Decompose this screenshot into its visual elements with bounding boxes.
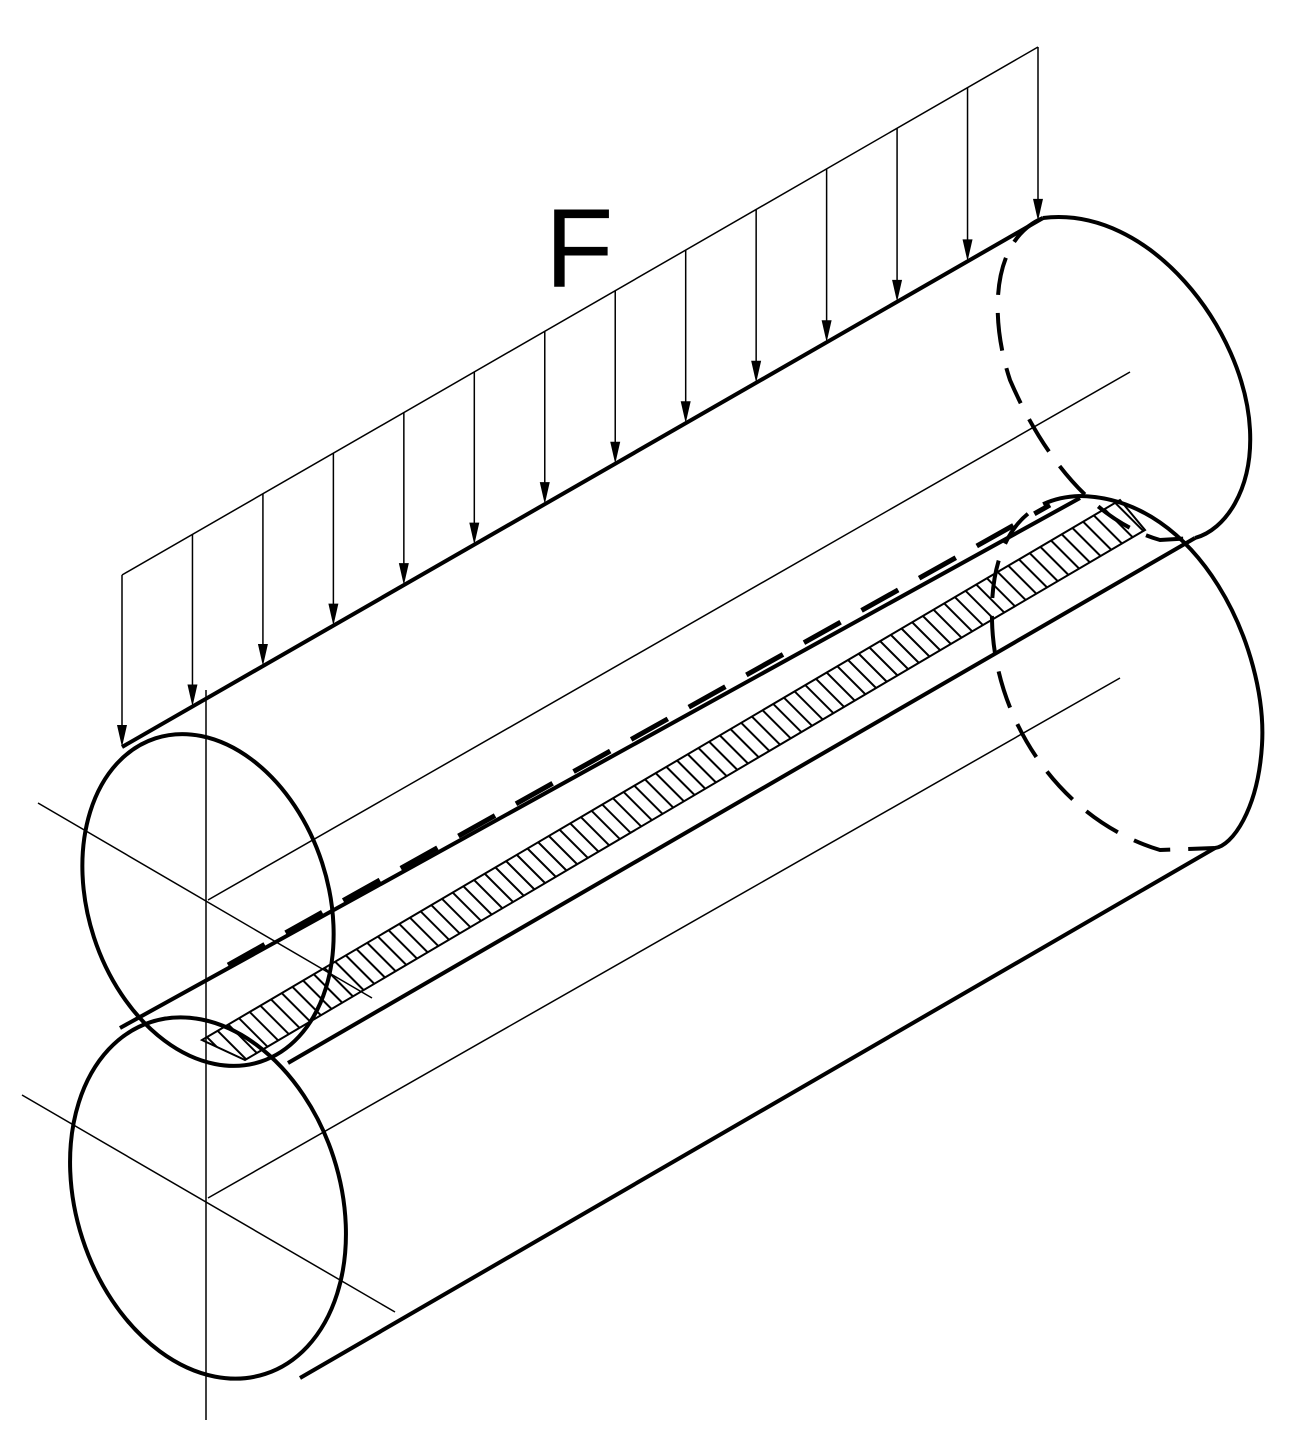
lower-cylinder-back-face-hidden [989,494,1216,853]
load-arrow-head [1033,198,1043,221]
force-label: F [545,186,613,311]
contact-strip [199,498,1147,1062]
load-arrow-head [469,522,480,545]
load-arrow-head [821,320,832,343]
load-arrow-head [610,441,621,464]
lower-cylinder-bottom-edge [298,846,1217,1380]
load-arrow-head [117,725,127,747]
load-arrow-head [751,360,762,383]
distributed-load: F [117,46,1043,747]
upper-cylinder [37,215,1253,1068]
upper-centerline [207,371,1131,901]
load-envelope-line [121,46,1039,576]
upper-cylinder-top-edge [121,216,1044,749]
load-arrow-head [892,279,903,302]
upper-cylinder-back-face [1042,215,1253,540]
upper-cylinder-back-face-hidden [995,216,1196,543]
load-arrow-head [257,644,268,667]
load-arrow-head [539,482,550,505]
upper-face-cross-line [37,802,373,999]
contact-strip-hatch [199,498,1147,1062]
lower-cylinder [21,494,1265,1381]
lower-cylinder-back-face [1079,494,1265,850]
lower-face-cross-line [21,1094,396,1313]
load-arrow-head [187,684,198,707]
upper-cylinder-bottom-edge [286,536,1197,1065]
lower-centerline [207,677,1121,1199]
load-arrow-head [328,603,339,626]
lower-cylinder-top-edge [119,496,1081,1030]
contact-midline [226,502,1052,968]
lower-cylinder-front-face [68,1015,348,1381]
upper-cylinder-front-face [80,732,336,1068]
load-arrow-head [680,401,691,424]
load-arrows [117,47,1043,747]
load-arrow-head [398,563,409,586]
load-arrow-head [962,239,973,262]
